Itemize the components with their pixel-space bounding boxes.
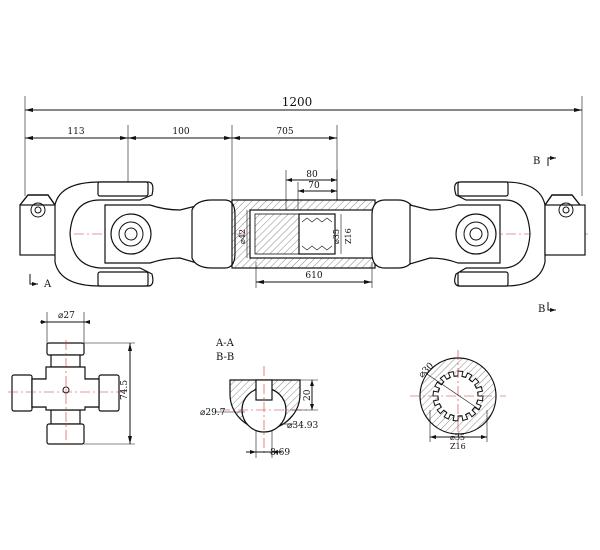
dim-80: 80 — [306, 170, 318, 180]
dim-610: 610 — [305, 271, 322, 281]
dim-100: 100 — [172, 127, 189, 137]
section-title-bb: B-B — [216, 352, 234, 363]
section-marker-b-top: B — [533, 156, 540, 167]
spline-phi35-label: ⌀35 — [450, 433, 465, 442]
section-phi29-label: ⌀29.7 — [200, 408, 226, 418]
dim-z16: Z16 — [344, 228, 353, 244]
cross-spider-view: ⌀27 74.5 — [8, 311, 135, 448]
section-phi34-label: ⌀34.93 — [287, 421, 318, 431]
section-marker-b-bottom: B — [538, 304, 545, 315]
dim-113: 113 — [67, 127, 84, 137]
section-dim-869: 8.69 — [270, 448, 290, 458]
dim-705: 705 — [276, 127, 293, 137]
shaft-assembly-view: 1200 113 100 705 80 70 — [19, 95, 590, 315]
dim-phi35: ⌀35 — [332, 229, 341, 244]
cross-phi27-label: ⌀27 — [58, 311, 75, 321]
cross-length-label: 74.5 — [120, 380, 130, 400]
spline-detail-view: ⌀30 ⌀35 Z16 — [410, 350, 506, 451]
overall-length-label: 1200 — [282, 95, 313, 109]
section-title-aa: A-A — [215, 338, 235, 349]
dim-phi42: ⌀42 — [238, 229, 247, 244]
spline-z16-label: Z16 — [450, 442, 466, 451]
right-bearing-circle — [455, 213, 497, 255]
dim-70: 70 — [308, 181, 320, 191]
left-bearing-circle — [110, 213, 152, 255]
section-marker-a: A — [43, 279, 52, 290]
section-dim-20: 20 — [303, 389, 313, 401]
section-aa-view: A-A B-B 20 ⌀29.7 ⌀34.93 8.69 — [200, 338, 318, 458]
